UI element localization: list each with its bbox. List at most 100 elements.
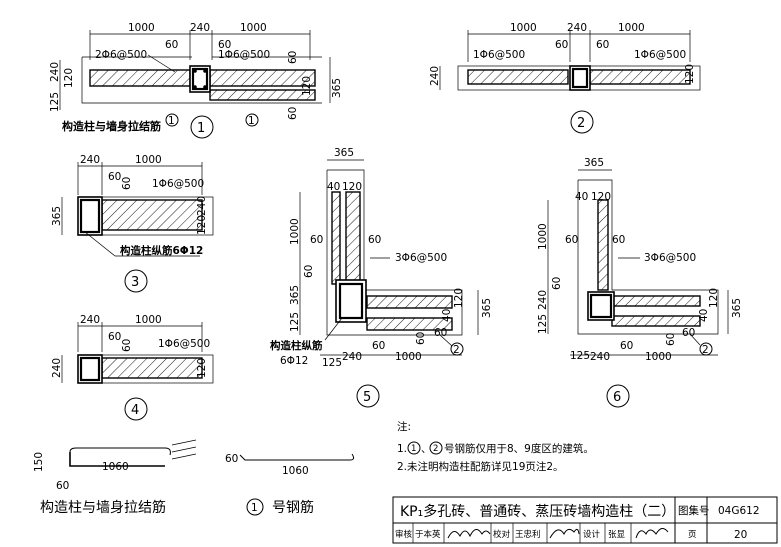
d5-dim-365-side: 365 <box>289 285 301 305</box>
d6-dim-240-bottom: 240 <box>590 351 610 363</box>
detail-2: 1000 240 1000 60 60 1Φ6@500 1Φ6@500 240 … <box>429 22 701 134</box>
d1-rebar-2phi6: 2Φ6@500 <box>95 49 147 61</box>
detail-5: 365 40 120 1000 60 365 125 60 60 3Φ6@500… <box>270 147 493 408</box>
d3-rebar: 1Φ6@500 <box>152 178 204 190</box>
d5-dim-125: 125 <box>289 312 301 332</box>
d4-rebar: 1Φ6@500 <box>158 338 210 350</box>
d6-dim-120: 120 <box>591 191 611 203</box>
detail-5-marker <box>356 384 380 408</box>
bar1-dim-150: 150 <box>33 452 45 472</box>
detail-6: 365 40 120 1000 60 240 125 60 60 3Φ6@500… <box>537 157 743 408</box>
checker-signature <box>549 528 580 539</box>
d6-dim-60b: 60 <box>612 234 625 246</box>
d2-rebar-left: 1Φ6@500 <box>473 49 525 61</box>
d6-dim-125-bottom: 125 <box>570 350 590 362</box>
d5-dim-60-side: 60 <box>303 265 315 278</box>
d6-dim-1000: 1000 <box>537 223 549 250</box>
note-2: 2.未注明构造柱配筋详见19页注2。 <box>397 460 564 473</box>
d3-dim-60b: 60 <box>121 177 133 190</box>
d2-dim-1000-right: 1000 <box>618 22 645 34</box>
d5-dim-365-right: 365 <box>481 298 493 318</box>
d5-dim-125-bottom: 125 <box>322 357 342 369</box>
d1-rebar-1phi6: 1Φ6@500 <box>218 49 270 61</box>
bottom-caption-left: 构造柱与墙身拉结筋 <box>40 499 166 516</box>
d1-dim-1000-right: 1000 <box>240 22 267 34</box>
d2-dim-1000-left: 1000 <box>510 22 537 34</box>
d5-long-bar-label-a: 构造柱纵筋 <box>270 339 323 352</box>
bar-shapes: 150 60 1060 60 1060 构造柱与墙身拉结筋 1 号钢筋 <box>33 439 355 516</box>
page-number: 20 <box>734 529 747 541</box>
d1-dim-240-side: 240 <box>49 62 61 82</box>
reviewer-signature <box>447 529 491 539</box>
checker: 王忠利 <box>515 529 541 540</box>
note-1-sep: 、 <box>421 443 432 455</box>
d4-dim-1000: 1000 <box>135 314 162 326</box>
detail-3: 240 1000 60 60 1Φ6@500 365 240 120 构造柱纵筋… <box>51 154 214 293</box>
note-1-prefix: 1. <box>397 443 407 455</box>
d6-dim-120-right: 120 <box>708 288 720 308</box>
d1-dim-60d: 60 <box>287 107 299 120</box>
d6-dim-60d: 60 <box>665 333 677 346</box>
d1-dim-120: 120 <box>301 76 313 96</box>
d5-dim-40-right: 40 <box>441 309 453 322</box>
detail-4: 240 1000 60 60 1Φ6@500 240 120 4 <box>51 314 214 421</box>
design-label: 设计 <box>583 529 601 540</box>
detail-1-number: 1 <box>197 121 205 136</box>
reviewer: 于本英 <box>415 529 441 540</box>
note-1-text: 号钢筋仅用于8、9度区的建筑。 <box>444 442 594 455</box>
d5-long-bar-label-b: 6Φ12 <box>280 355 308 367</box>
d3-dim-60: 60 <box>108 171 121 183</box>
detail-6-number: 6 <box>613 390 621 405</box>
detail-1-marker <box>190 115 214 139</box>
bar1-dim-60: 60 <box>56 480 69 492</box>
d6-dim-40: 40 <box>575 191 588 203</box>
detail-2-marker <box>570 110 594 134</box>
note-1-marker-1: 1 <box>411 444 416 454</box>
detail-1: 1000 240 1000 60 60 2Φ6@500 1Φ6@500 60 1… <box>49 22 343 139</box>
detail-3-number: 3 <box>131 275 139 290</box>
bar1-dim-1060: 1060 <box>102 461 129 473</box>
d6-dim-240-side: 240 <box>537 290 549 310</box>
designer: 张显 <box>608 530 626 540</box>
d1-tie-label: 构造柱与墙身拉结筋 <box>62 119 161 133</box>
d4-dim-60b: 60 <box>121 339 133 352</box>
d3-dim-240: 240 <box>80 154 100 166</box>
d5-dim-60d: 60 <box>415 332 427 345</box>
d3-dim-365: 365 <box>51 206 63 226</box>
d2-rebar-right: 1Φ6@500 <box>634 49 686 61</box>
notes-heading: 注: <box>397 420 411 433</box>
d6-dim-60-side: 60 <box>551 277 563 290</box>
d1-dim-125: 125 <box>49 92 61 112</box>
d5-dim-60c: 60 <box>434 327 447 339</box>
d5-rebar: 3Φ6@500 <box>395 252 447 264</box>
d5-dim-60e: 60 <box>372 340 385 352</box>
d1-bar-marker-1: 1 <box>168 115 175 127</box>
title-text: KP₁多孔砖、普通砖、蒸压砖墙构造柱（二） <box>400 503 675 520</box>
d6-dim-40-right: 40 <box>698 309 710 322</box>
bottom-caption-marker: 1 <box>251 502 258 514</box>
d1-dim-120-side: 120 <box>63 68 75 88</box>
d1-dim-1000-left: 1000 <box>128 22 155 34</box>
detail-4-marker <box>124 397 148 421</box>
d5-dim-60a: 60 <box>310 234 323 246</box>
d5-dim-365: 365 <box>334 147 354 159</box>
notes: 注: 1. 1 、 2 号钢筋仅用于8、9度区的建筑。 2.未注明构造柱配筋详见… <box>397 420 594 473</box>
d3-dim-120: 120 <box>196 215 208 235</box>
d1-dim-60a: 60 <box>165 39 178 51</box>
d4-dim-240-side: 240 <box>51 358 63 378</box>
d1-dim-365: 365 <box>331 78 343 98</box>
d3-dim-1000: 1000 <box>135 154 162 166</box>
title-block: KP₁多孔砖、普通砖、蒸压砖墙构造柱（二） 图集号 04G612 审核 于本英 … <box>392 496 778 544</box>
atlas-no-label: 图集号 <box>678 504 710 517</box>
designer-signature <box>635 528 669 539</box>
detail-6-marker <box>606 384 630 408</box>
d6-dim-60e: 60 <box>620 340 633 352</box>
d4-dim-240: 240 <box>80 314 100 326</box>
d6-dim-125: 125 <box>537 314 549 334</box>
d2-dim-120: 120 <box>684 64 696 84</box>
note-1-marker-2: 2 <box>433 444 438 454</box>
d2-dim-60a: 60 <box>555 39 568 51</box>
d2-dim-240-side: 240 <box>429 66 441 86</box>
d1-dim-60b: 60 <box>218 39 231 51</box>
